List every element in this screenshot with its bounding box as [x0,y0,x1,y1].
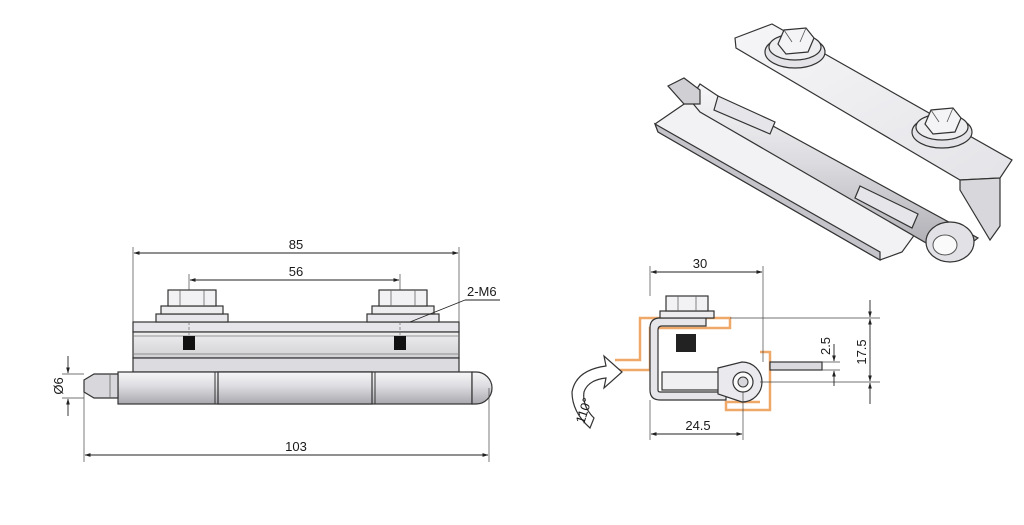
side-pin [737,376,749,388]
iso-nut-2 [924,107,962,135]
dim-24-5: 24.5 [685,418,710,433]
side-bolt-thread [676,334,696,352]
dim-30: 30 [693,256,707,271]
iso-upper-flange [959,177,1001,242]
dim-56: 56 [289,264,303,279]
dim-103: 103 [285,439,307,454]
front-lower-leaf [132,357,460,373]
side-view: 30 24.5 17.5 2.5 110° [571,256,880,440]
front-top-plate [132,321,460,333]
rotation-arrow [571,354,623,430]
front-bolt-right [366,289,440,350]
side-outer-strip [769,361,823,371]
side-nut [665,295,709,312]
iso-nut-1 [777,27,815,55]
dim-17-5: 17.5 [854,339,869,364]
frame-outline-right [724,350,772,412]
iso-pin-tip [667,77,701,105]
front-knuckle-middle [217,371,373,405]
iso-lower-plate-edge [653,122,881,262]
front-bolt-left [155,289,229,350]
label-2-m6: 2-M6 [467,284,497,299]
front-end-cap [471,371,493,405]
dim-85: 85 [289,237,303,252]
iso-barrel-end-inner [932,234,958,256]
front-view: 85 56 2-M6 103 Ø6 [51,237,500,462]
iso-barrel-knuckle-cover-2 [854,185,919,229]
dim-pin-diameter: Ø6 [51,377,66,394]
side-washer [659,310,715,319]
front-pin-tip [83,373,119,399]
dim-2-5: 2.5 [818,337,833,355]
isometric-view [653,23,1013,263]
iso-barrel-knuckle-cover [713,95,776,135]
